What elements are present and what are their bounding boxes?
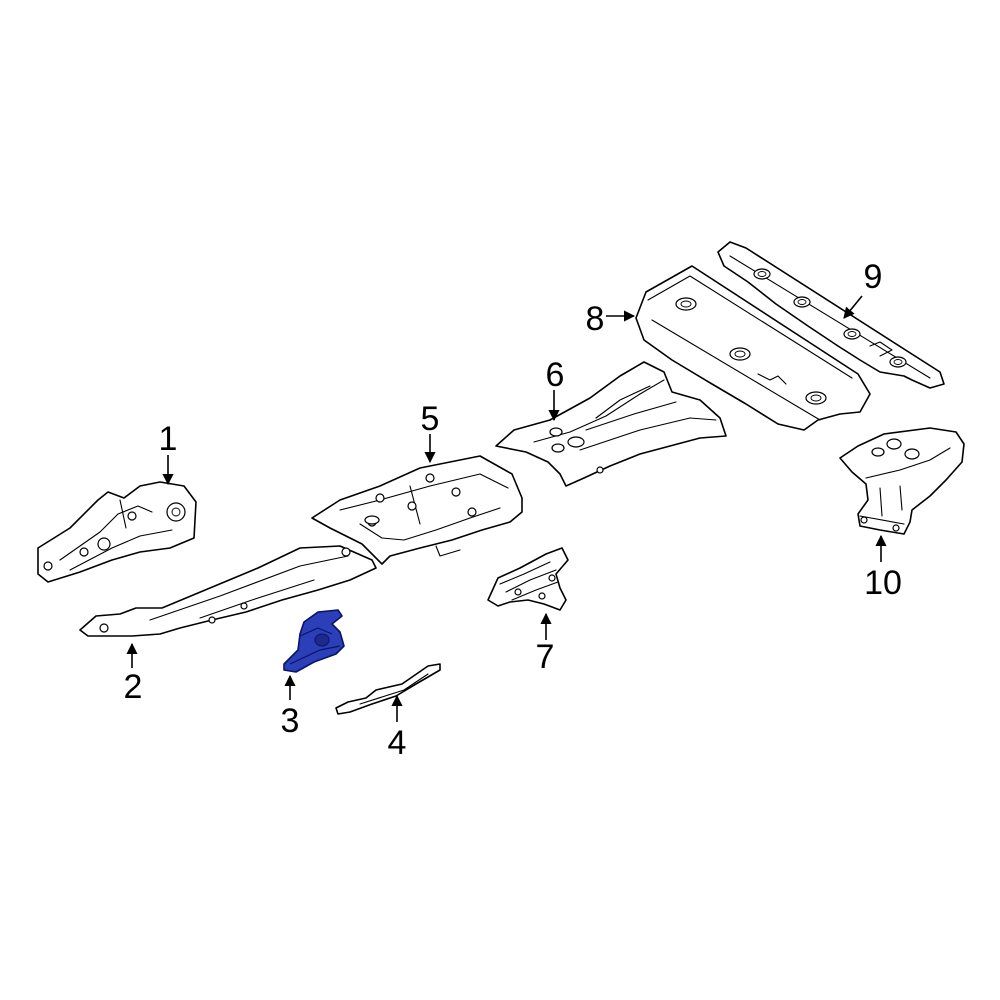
callout-6: 6 (546, 356, 565, 394)
leader-9 (843, 295, 863, 319)
part-5-center-shield[interactable] (311, 455, 523, 565)
callout-1: 1 (159, 420, 178, 458)
part-2-front-shield[interactable] (79, 545, 377, 637)
callout-9: 9 (864, 258, 883, 296)
part-6-rear-center-shield[interactable] (495, 361, 727, 487)
callout-2: 2 (124, 668, 143, 706)
callout-7: 7 (536, 638, 555, 676)
part-9-rear-strip[interactable] (717, 241, 945, 389)
callout-10: 10 (864, 564, 902, 602)
callout-8: 8 (586, 300, 605, 338)
part-7-bracket[interactable] (487, 547, 569, 611)
part-10-corner-shield[interactable] (839, 427, 965, 535)
part-4-strip[interactable] (335, 663, 441, 715)
callout-3: 3 (281, 702, 300, 740)
callout-4: 4 (388, 724, 407, 762)
callout-5: 5 (421, 400, 440, 438)
part-8-rear-panel[interactable] (635, 265, 871, 431)
part-1-heat-shield[interactable] (37, 481, 197, 583)
part-3-bracket-highlighted[interactable] (283, 609, 345, 673)
